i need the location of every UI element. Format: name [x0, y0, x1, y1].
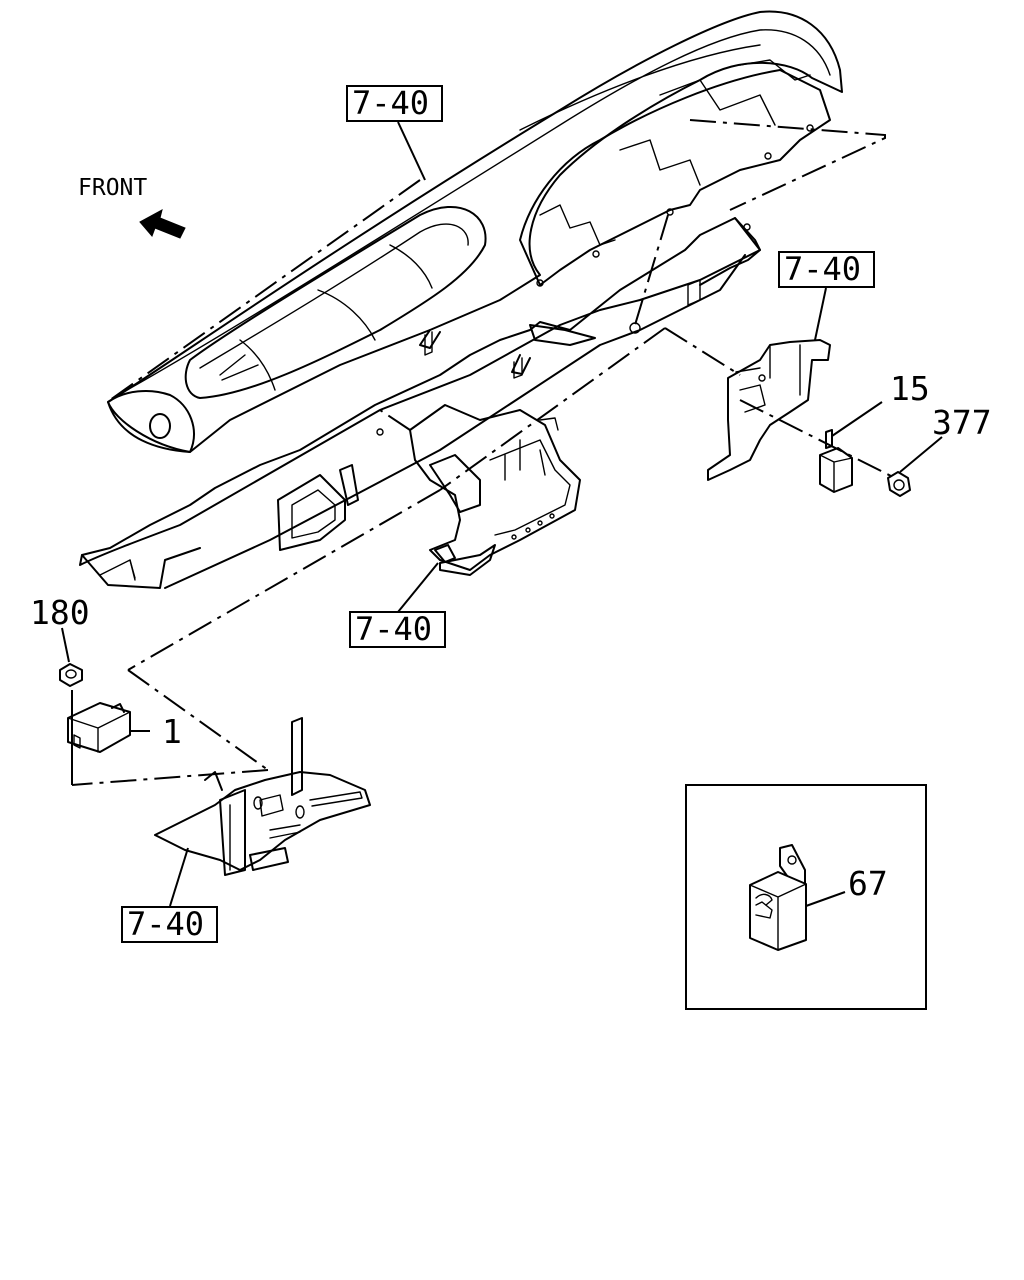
callout-15: 15: [831, 369, 930, 437]
ref-label-top-panel: 7-40: [352, 84, 429, 122]
relay-67: [749, 844, 807, 951]
relay-15: [819, 429, 853, 493]
control-unit-1: [67, 702, 131, 753]
callout-377: 377: [899, 403, 992, 473]
nut-377: [887, 471, 911, 497]
front-label: FRONT: [78, 175, 147, 201]
phantom-lines: [71, 119, 896, 786]
ref-center-bracket: 7-40: [349, 562, 446, 648]
part-number-180: 180: [30, 593, 90, 632]
ref-label-lower-bracket: 7-40: [127, 905, 204, 943]
callout-1: 1: [130, 712, 182, 751]
part-number-377: 377: [932, 403, 992, 442]
right-bracket: [707, 339, 831, 481]
ref-right-bracket: 7-40: [778, 250, 875, 341]
part-number-67: 67: [848, 864, 888, 903]
front-indicator: FRONT: [78, 175, 186, 239]
inset-box: 67: [685, 784, 927, 1010]
cross-car-beam: [79, 217, 761, 589]
ref-label-center-bracket: 7-40: [355, 610, 432, 648]
part-number-15: 15: [890, 369, 930, 408]
callout-180: 180: [30, 593, 90, 663]
part-number-1: 1: [162, 712, 182, 751]
instrument-panel: [107, 10, 843, 453]
nut-180: [59, 663, 83, 687]
lower-bracket: [154, 717, 371, 876]
ref-label-right-bracket: 7-40: [784, 250, 861, 288]
ref-top-panel: 7-40: [346, 84, 443, 181]
arrow-left-down-icon: [139, 209, 186, 239]
ref-lower-bracket: 7-40: [121, 847, 218, 943]
center-brace: [409, 404, 581, 576]
